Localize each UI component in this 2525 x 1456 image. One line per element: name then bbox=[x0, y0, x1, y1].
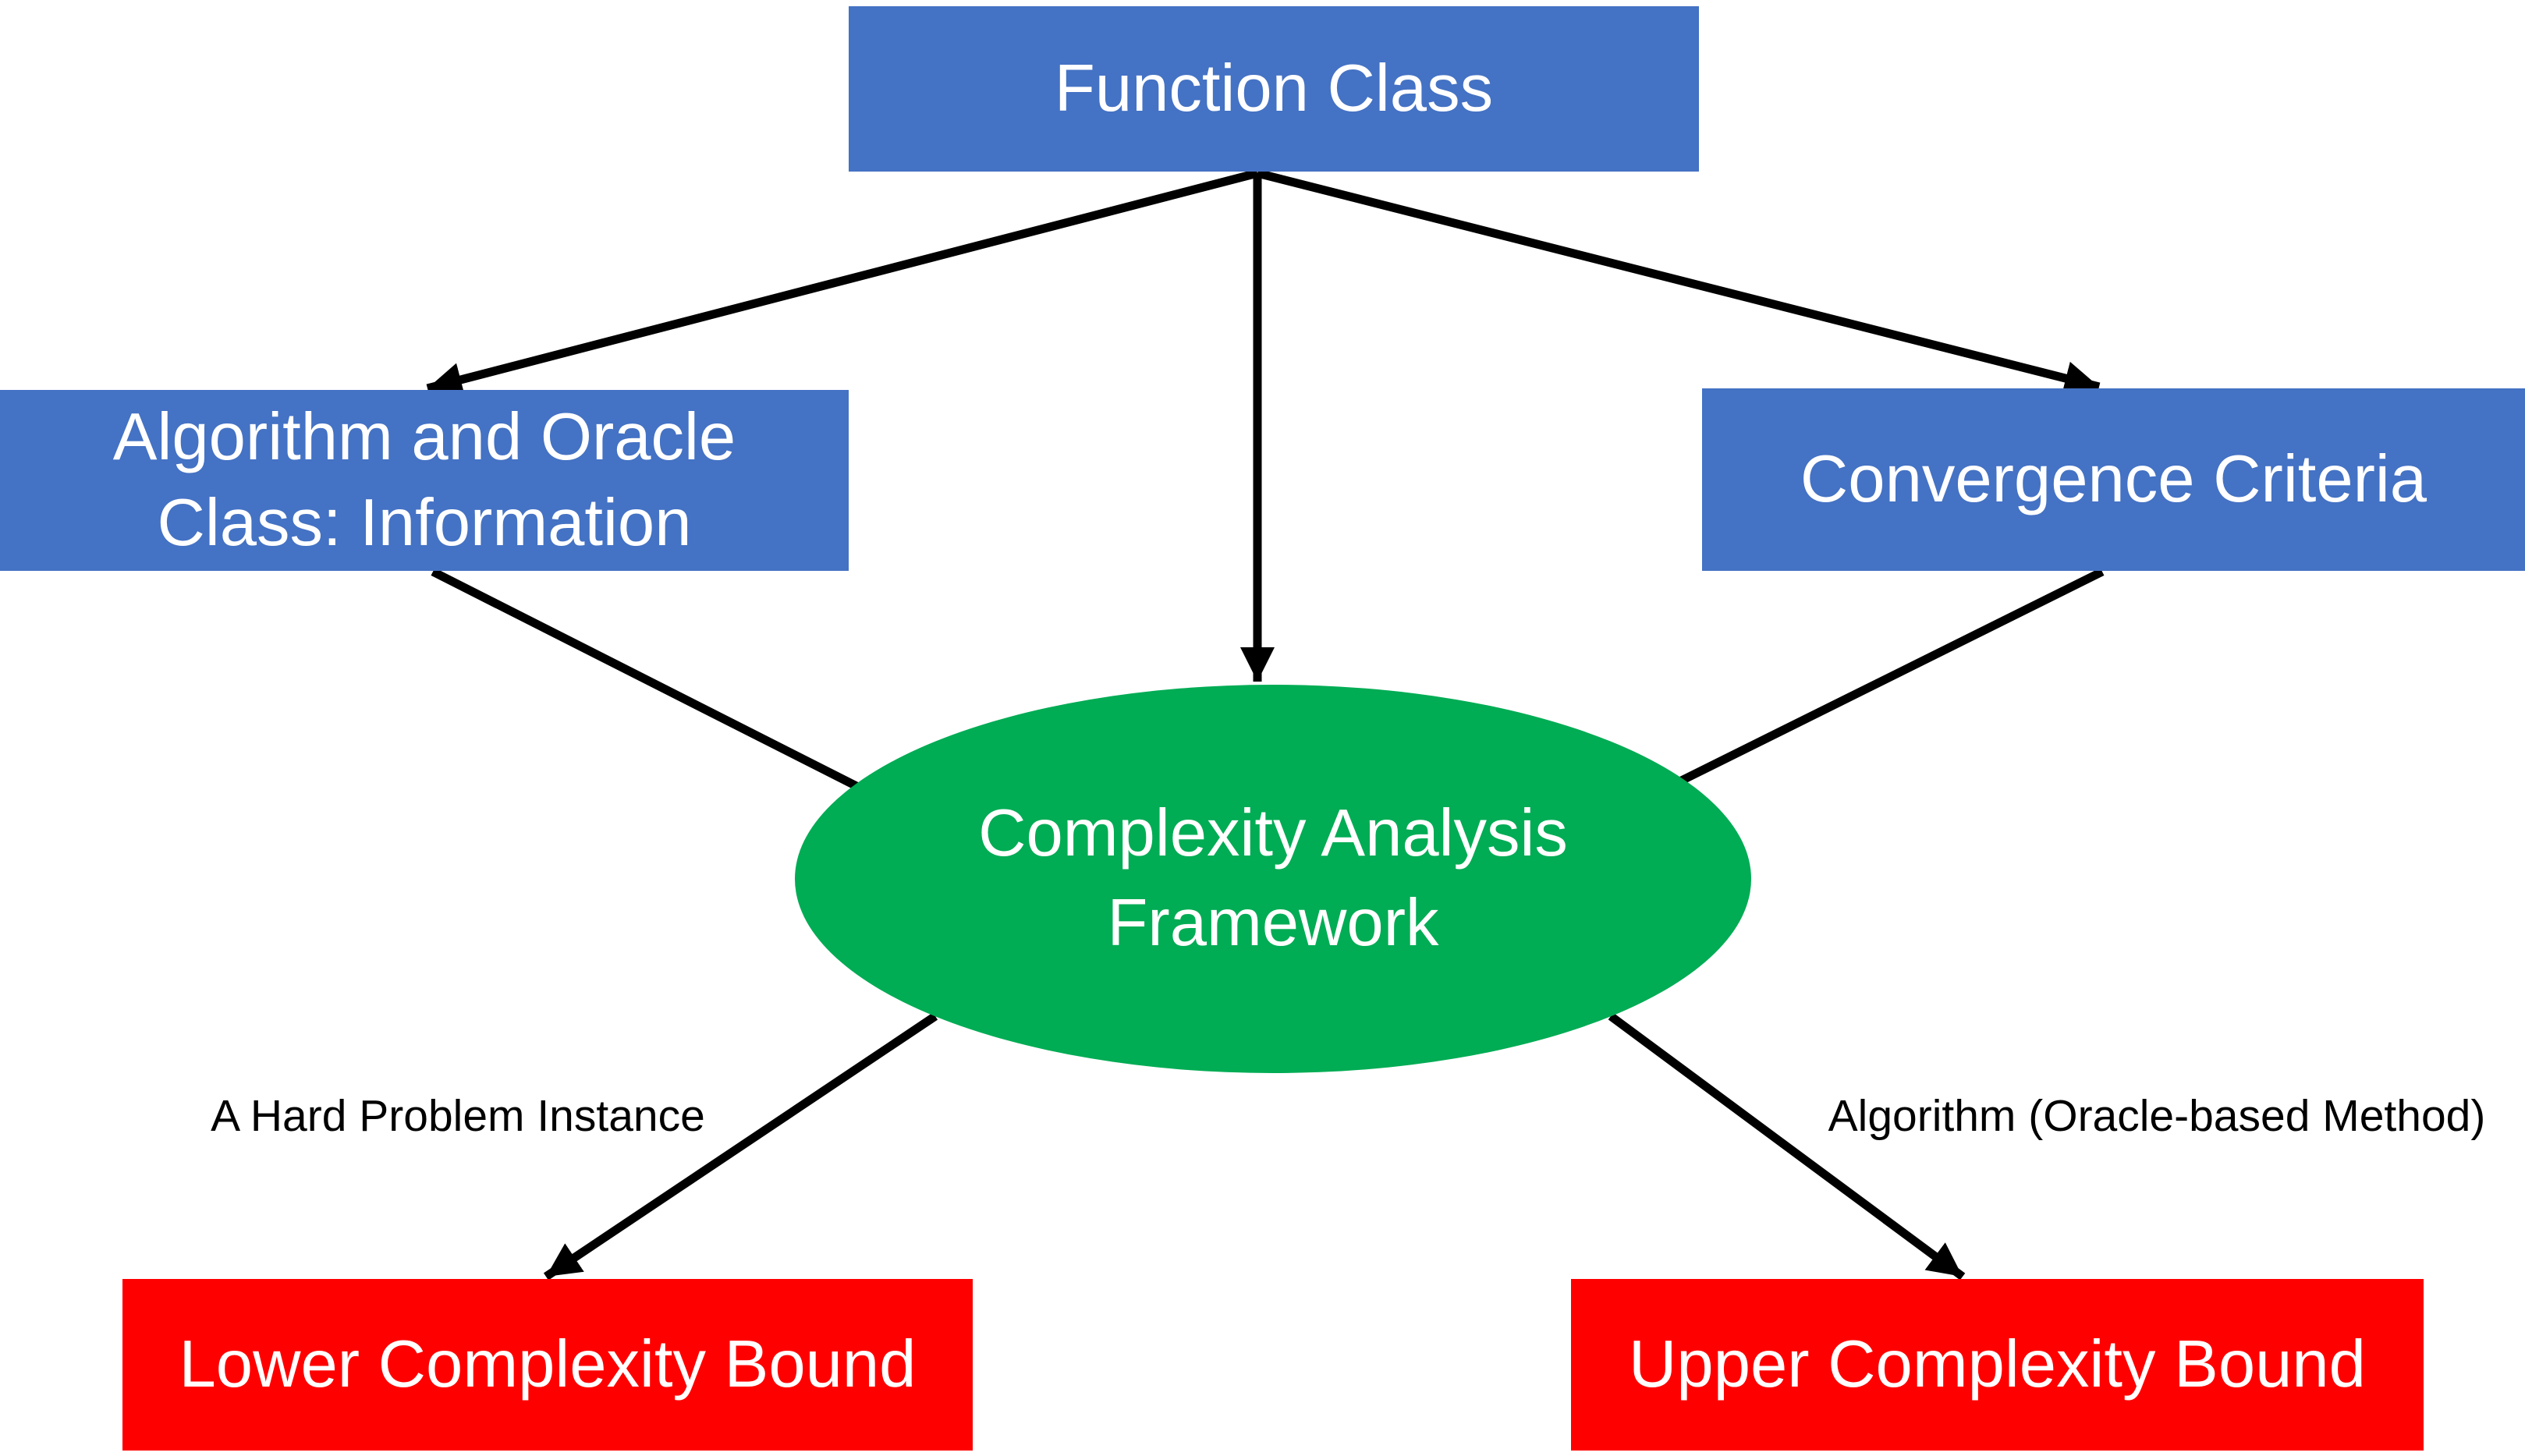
node-algorithm-oracle-class-label-line1: Algorithm and Oracle bbox=[112, 399, 736, 474]
node-lower-complexity-bound-label: Lower Complexity Bound bbox=[179, 1327, 917, 1401]
arrow-convergence-to-framework bbox=[1619, 568, 2105, 814]
arrow-framework-to-lower-bound bbox=[543, 1012, 938, 1281]
node-convergence-criteria: Convergence Criteria bbox=[1702, 388, 2525, 571]
node-lower-complexity-bound: Lower Complexity Bound bbox=[122, 1279, 973, 1451]
node-function-class-label: Function Class bbox=[1054, 51, 1494, 126]
arrow-function-to-algorithm-oracle bbox=[426, 168, 1259, 397]
arrow-group bbox=[426, 168, 2105, 1281]
arrow-framework-to-upper-bound bbox=[1608, 1012, 1966, 1281]
node-upper-complexity-bound: Upper Complexity Bound bbox=[1571, 1279, 2424, 1451]
node-algorithm-oracle-class-label-line2: Class: Information bbox=[157, 486, 692, 560]
node-upper-complexity-bound-label: Upper Complexity Bound bbox=[1629, 1327, 2366, 1401]
arrow-algorithm-oracle-to-framework bbox=[431, 568, 917, 820]
edge-label-hard-problem-instance: A Hard Problem Instance bbox=[211, 1091, 705, 1141]
edge-label-algorithm-oracle-based-method: Algorithm (Oracle-based Method) bbox=[1828, 1091, 2486, 1141]
node-complexity-framework-label-line1: Complexity Analysis bbox=[978, 796, 1568, 871]
node-algorithm-oracle-class: Algorithm and Oracle Class: Information bbox=[0, 390, 849, 571]
node-function-class: Function Class bbox=[849, 6, 1699, 172]
node-complexity-framework-label-line2: Framework bbox=[1107, 886, 1439, 960]
node-convergence-criteria-label: Convergence Criteria bbox=[1800, 441, 2427, 516]
node-complexity-analysis-framework: Complexity Analysis Framework bbox=[795, 685, 1751, 1073]
arrow-function-to-convergence bbox=[1256, 168, 2101, 395]
